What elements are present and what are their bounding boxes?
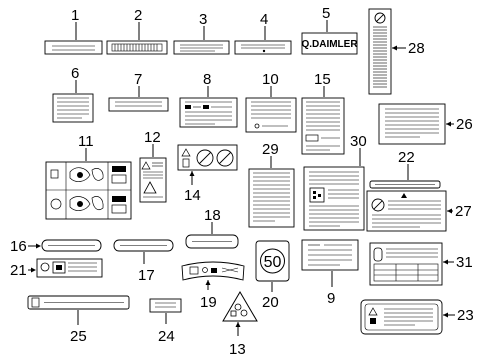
callout-26: 26 xyxy=(456,116,473,133)
callout-4: 4 xyxy=(260,11,268,28)
label-26 xyxy=(378,103,446,145)
label-1 xyxy=(44,40,103,55)
callout-1: 1 xyxy=(71,7,79,24)
callout-10: 10 xyxy=(262,71,279,88)
callout-19-arrow xyxy=(205,280,211,285)
label-27 xyxy=(366,190,447,232)
callout-5: 5 xyxy=(322,5,330,22)
callout-14-arrow xyxy=(189,171,195,176)
label-30 xyxy=(303,166,365,231)
label-21 xyxy=(36,258,103,278)
label-17 xyxy=(113,239,174,252)
callout-18: 18 xyxy=(204,207,221,224)
callout-3: 3 xyxy=(199,11,207,28)
brand-label-text: Q.DAIMLER xyxy=(301,39,358,50)
callout-26-arrow xyxy=(446,121,451,127)
label-15 xyxy=(301,97,345,155)
callout-16: 16 xyxy=(10,238,27,255)
callout-13: 13 xyxy=(229,341,246,358)
callout-28-arrow xyxy=(392,45,397,51)
callout-31: 31 xyxy=(456,254,473,271)
callout-2: 2 xyxy=(134,7,142,24)
callout-31-arrow xyxy=(443,259,448,265)
label-4 xyxy=(234,40,292,55)
callout-24: 24 xyxy=(158,328,175,345)
callout-7: 7 xyxy=(134,71,142,88)
callout-13-arrow xyxy=(235,322,241,327)
label-6 xyxy=(52,93,94,123)
callout-8: 8 xyxy=(203,71,211,88)
callout-27-arrow xyxy=(447,208,452,214)
callout-20: 20 xyxy=(262,294,279,311)
label-3 xyxy=(173,40,230,55)
label-2 xyxy=(106,40,168,55)
label-12 xyxy=(139,157,167,203)
label-25 xyxy=(27,295,130,310)
callout-21-arrow xyxy=(31,267,36,273)
label-8 xyxy=(179,97,238,128)
label-14 xyxy=(177,144,238,171)
callout-9: 9 xyxy=(327,290,335,307)
callout-23: 23 xyxy=(457,307,474,324)
callout-14: 14 xyxy=(184,187,201,204)
label-10 xyxy=(245,97,297,133)
label-24 xyxy=(149,298,182,313)
label-7 xyxy=(108,97,169,112)
label-5: Q.DAIMLER xyxy=(301,32,358,55)
speed-limit-value: 50 xyxy=(264,254,282,271)
callout-15: 15 xyxy=(314,71,331,88)
callout-17: 17 xyxy=(138,267,155,284)
label-16 xyxy=(41,239,102,252)
label-29 xyxy=(248,168,295,228)
callout-28: 28 xyxy=(408,40,425,57)
label-13 xyxy=(222,291,258,322)
label-31 xyxy=(369,242,443,286)
callout-6: 6 xyxy=(71,65,79,82)
callout-19: 19 xyxy=(200,294,217,311)
callout-11: 11 xyxy=(78,133,94,150)
label-28 xyxy=(368,8,392,95)
callout-16-arrow xyxy=(36,243,41,249)
label-20: 50 xyxy=(255,240,290,282)
callout-27: 27 xyxy=(455,203,472,220)
label-18 xyxy=(185,234,239,249)
callout-22: 22 xyxy=(398,149,415,166)
callout-21: 21 xyxy=(10,262,27,279)
label-23 xyxy=(360,299,443,335)
callout-12: 12 xyxy=(144,129,161,146)
callout-29: 29 xyxy=(262,141,279,158)
label-9 xyxy=(301,239,359,271)
callout-25: 25 xyxy=(70,328,87,345)
label-22 xyxy=(369,180,441,189)
callout-30: 30 xyxy=(350,133,367,150)
label-11 xyxy=(45,161,132,220)
label-19 xyxy=(181,261,245,281)
callout-23-arrow xyxy=(443,312,448,318)
